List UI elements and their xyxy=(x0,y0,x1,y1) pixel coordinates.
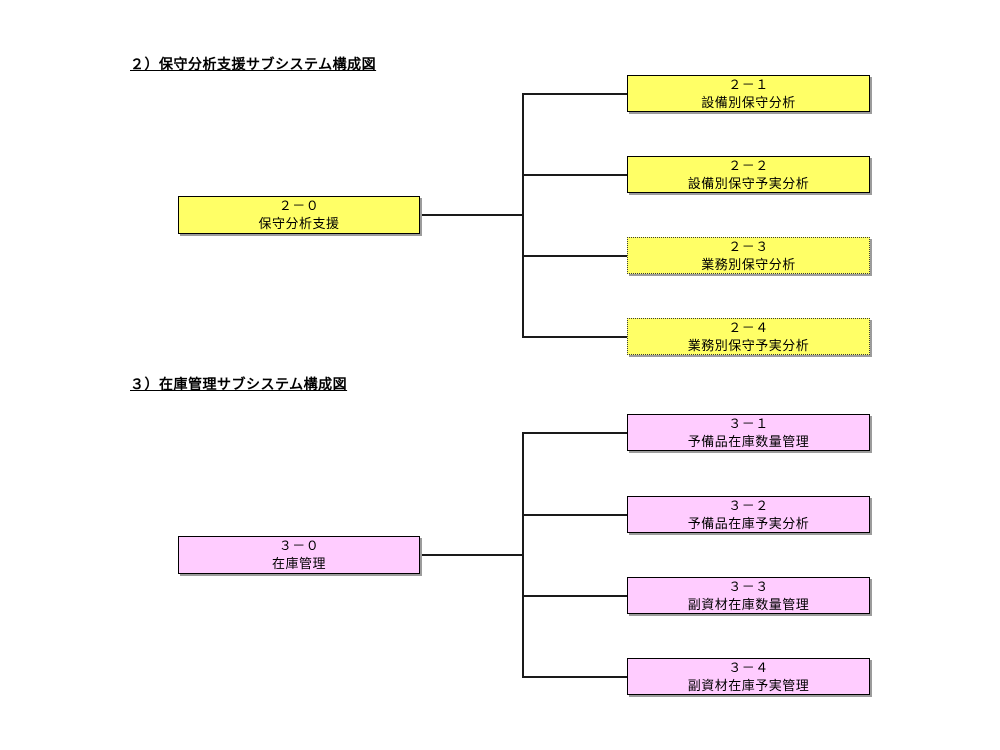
connector-branch-line xyxy=(522,676,627,678)
connector-branch-line xyxy=(522,336,627,338)
node-label: 保守分析支援 xyxy=(258,216,340,231)
node-code: ２－１ xyxy=(728,76,769,92)
connector-root-line xyxy=(420,214,523,216)
connector-branch-line xyxy=(522,595,627,597)
node-2-3: ２－３ 業務別保守分析 xyxy=(627,237,870,274)
node-code: ２－３ xyxy=(728,238,769,254)
connector-branch-line xyxy=(522,514,627,516)
node-label: 設備別保守予実分析 xyxy=(687,175,810,191)
node-2-2: ２－２ 設備別保守予実分析 xyxy=(627,156,870,193)
node-label: 設備別保守分析 xyxy=(701,94,796,110)
connector-branch-line xyxy=(522,174,627,176)
connector-root-line xyxy=(420,554,523,556)
node-2-1: ２－１ 設備別保守分析 xyxy=(627,75,870,112)
node-code: ３－０ xyxy=(278,538,320,554)
node-code: ２－２ xyxy=(728,157,769,173)
node-code: ３－４ xyxy=(728,659,769,675)
node-label: 副資材在庫予実管理 xyxy=(687,677,810,693)
node-label: 在庫管理 xyxy=(271,556,326,571)
node-code: ２－０ xyxy=(278,198,320,214)
node-label: 副資材在庫数量管理 xyxy=(687,596,810,612)
node-3-2: ３－２ 予備品在庫予実分析 xyxy=(627,496,870,533)
node-2-0: ２－０ 保守分析支援 xyxy=(178,196,420,234)
node-label: 業務別保守分析 xyxy=(701,256,796,272)
node-label: 予備品在庫数量管理 xyxy=(687,433,810,449)
connector-trunk-line xyxy=(522,432,524,677)
connector-branch-line xyxy=(522,255,627,257)
connector-branch-line xyxy=(522,93,627,95)
node-3-0: ３－０ 在庫管理 xyxy=(178,536,420,574)
node-3-1: ３－１ 予備品在庫数量管理 xyxy=(627,414,870,451)
node-3-3: ３－３ 副資材在庫数量管理 xyxy=(627,577,870,614)
node-2-4: ２－４ 業務別保守予実分析 xyxy=(627,318,870,355)
connector-branch-line xyxy=(522,432,627,434)
node-label: 予備品在庫予実分析 xyxy=(687,515,810,531)
diagram-title-maintenance: ２）保守分析支援サブシステム構成図 xyxy=(130,56,377,72)
node-code: ３－２ xyxy=(728,497,769,513)
node-3-4: ３－４ 副資材在庫予実管理 xyxy=(627,658,870,695)
node-label: 業務別保守予実分析 xyxy=(687,337,810,353)
connector-trunk-line xyxy=(522,93,524,337)
node-code: ３－３ xyxy=(728,578,769,594)
node-code: ３－１ xyxy=(728,415,769,431)
diagram-title-inventory: ３）在庫管理サブシステム構成図 xyxy=(130,376,348,392)
node-code: ２－４ xyxy=(728,319,769,335)
